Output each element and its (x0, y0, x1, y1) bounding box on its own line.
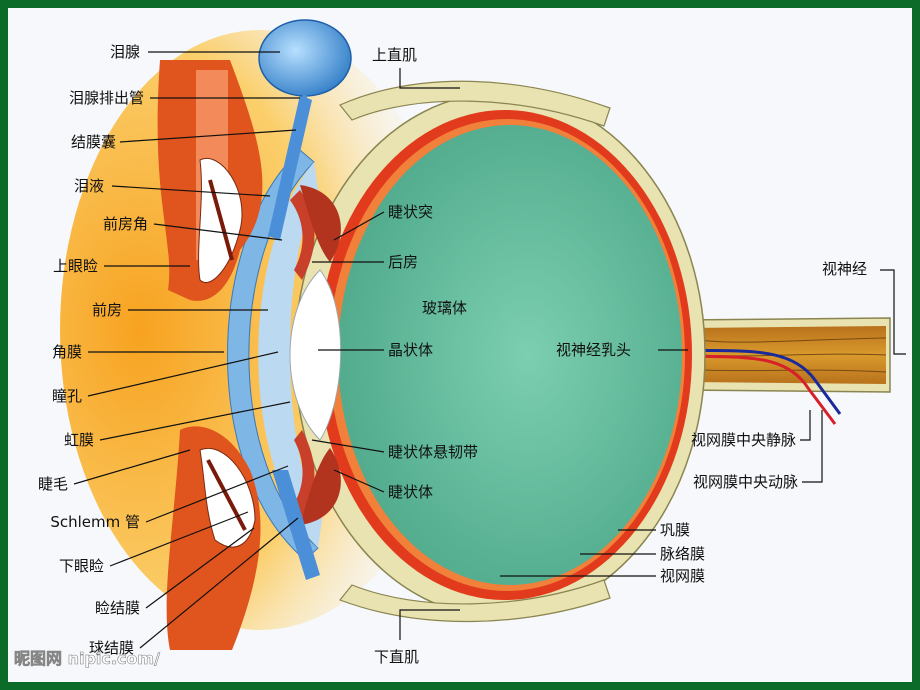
label-retina: 视网膜 (660, 567, 705, 585)
eyeball (294, 92, 706, 618)
vitreous-shape (338, 125, 682, 585)
label-ciliary-process: 睫状突 (388, 203, 433, 221)
label-anterior-chamber-angle: 前房角 (103, 215, 148, 233)
optic-nerve-shape (679, 317, 891, 425)
anterior-chamber-shape (258, 162, 322, 548)
lens-shape (289, 269, 342, 441)
label-iris: 虹膜 (64, 431, 94, 449)
label-lacrimal-duct: 泪腺排出管 (69, 89, 144, 107)
conjunctiva-shape (268, 95, 312, 240)
label-central-retinal-artery: 视网膜中央动脉 (693, 473, 798, 491)
label-optic-nerve: 视神经 (822, 260, 867, 278)
label-schlemm-canal: Schlemm 管 (50, 513, 140, 531)
lower-ciliary-shape (300, 448, 341, 525)
label-vitreous-body: 玻璃体 (422, 299, 467, 317)
lacrimal-gland-shape (258, 19, 352, 131)
label-cornea: 角膜 (52, 343, 82, 361)
label-posterior-chamber: 后房 (388, 253, 418, 271)
label-upper-eyelid: 上眼睑 (53, 257, 98, 275)
label-choroid: 脉络膜 (660, 545, 705, 563)
lower-conjunctiva-shape (272, 470, 320, 580)
label-tears: 泪液 (74, 177, 104, 195)
label-optic-papilla: 视神经乳头 (556, 341, 631, 359)
label-lacrimal-gland: 泪腺 (110, 43, 140, 61)
label-palpebral-conjunctiva: 睑结膜 (95, 599, 140, 617)
label-superior-rectus: 上直肌 (372, 46, 417, 64)
label-sclera: 巩膜 (660, 521, 690, 539)
label-conjunctival-sac: 结膜囊 (71, 133, 116, 151)
label-inferior-rectus: 下直肌 (374, 648, 419, 666)
leader-lines (73, 51, 906, 649)
label-central-retinal-vein: 视网膜中央静脉 (691, 431, 796, 449)
label-bulbar-conjunctiva: 球结膜 (89, 639, 134, 657)
inferior-rectus-shape (339, 579, 611, 623)
superior-rectus-shape (339, 80, 611, 127)
watermark-text: 昵图网 nipic.com/ (14, 649, 160, 668)
label-lower-eyelid: 下眼睑 (59, 557, 104, 575)
label-pupil: 瞳孔 (52, 387, 82, 405)
label-anterior-chamber: 前房 (92, 301, 122, 319)
label-lens: 晶状体 (388, 341, 433, 359)
labels: 泪腺 泪腺排出管 结膜囊 泪液 前房角 上眼睑 前房 角膜 瞳孔 虹膜 睫毛 S… (38, 43, 867, 666)
upper-ciliary-shape (300, 185, 341, 262)
upper-eyelid-shape (157, 60, 263, 301)
label-eyelash: 睫毛 (38, 475, 68, 493)
label-zonule: 睫状体悬韧带 (388, 443, 478, 461)
label-ciliary-body: 睫状体 (388, 483, 433, 501)
lower-eyelid-shape (166, 426, 261, 650)
